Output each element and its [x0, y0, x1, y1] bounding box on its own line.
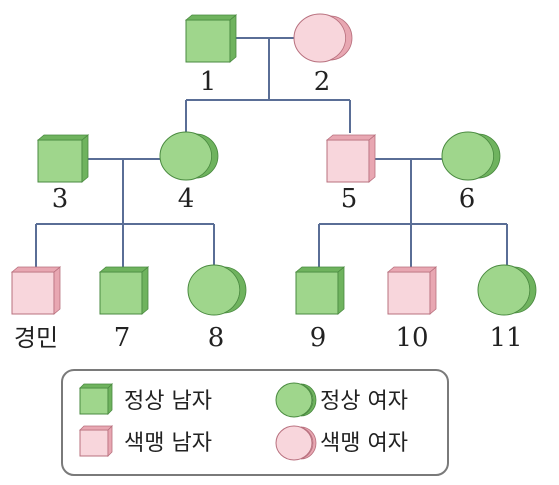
square-top-shade — [325, 134, 377, 141]
square-shade — [81, 134, 89, 183]
square-shade — [107, 383, 113, 415]
person-label-4: 4 — [178, 184, 195, 214]
legend-normal-female: 정상 여자 — [275, 382, 408, 418]
circle-shade — [195, 133, 219, 179]
square-top-shade — [184, 14, 238, 21]
circle-shade — [223, 266, 247, 314]
circle-shade — [300, 426, 317, 460]
circle-shade — [513, 266, 537, 314]
person-label-8: 8 — [208, 323, 225, 353]
person-10: 10 — [386, 266, 438, 353]
person-2: 2 — [293, 13, 353, 97]
person-8: 8 — [187, 264, 247, 353]
square-shade — [229, 14, 237, 63]
circle-shade — [329, 15, 353, 61]
legend-colorblind-male: 색맹 남자 — [79, 425, 212, 457]
person-7: 7 — [98, 266, 150, 353]
circle-shade — [477, 133, 501, 179]
person-4: 4 — [159, 131, 219, 214]
legend-normal-male-label: 정상 남자 — [124, 389, 212, 414]
legend-normal-female-label: 정상 여자 — [320, 389, 408, 414]
male-colorblind-square — [326, 139, 370, 183]
male-colorblind-square — [79, 429, 109, 457]
legend-colorblind-female-label: 색맹 여자 — [320, 431, 408, 456]
male-colorblind-square — [11, 271, 55, 315]
legend-colorblind-female: 색맹 여자 — [275, 425, 408, 461]
person-label-6: 6 — [459, 184, 476, 214]
square-top-shade — [294, 266, 346, 273]
person-3: 3 — [36, 134, 90, 214]
square-top-shade — [98, 266, 150, 273]
square-shade — [107, 425, 113, 457]
male-colorblind-square — [387, 271, 431, 315]
legend-normal-male: 정상 남자 — [79, 383, 212, 415]
legend-colorblind-male-label: 색맹 남자 — [124, 431, 212, 456]
square-shade — [429, 266, 437, 315]
square-top-shade — [79, 425, 113, 431]
person-label-gyeongmin: 경민 — [14, 324, 58, 352]
person-1: 1 — [184, 14, 238, 97]
person-gyeongmin: 경민 — [10, 266, 62, 352]
square-shade — [337, 266, 345, 315]
legend: 정상 남자 색맹 남자 정상 여자 색맹 여자 — [61, 369, 449, 476]
person-label-11: 11 — [489, 323, 522, 353]
legend-box — [61, 369, 449, 476]
person-9: 9 — [294, 266, 346, 353]
male-normal-square — [295, 271, 339, 315]
person-label-1: 1 — [200, 67, 217, 97]
square-shade — [368, 134, 376, 183]
person-6: 6 — [441, 131, 501, 214]
male-normal-square — [185, 19, 231, 63]
person-5: 5 — [325, 134, 377, 214]
square-top-shade — [10, 266, 62, 273]
person-label-2: 2 — [314, 67, 331, 97]
square-shade — [141, 266, 149, 315]
female-normal-circle — [275, 382, 313, 418]
square-top-shade — [386, 266, 438, 273]
square-top-shade — [79, 383, 113, 389]
person-label-3: 3 — [52, 184, 69, 214]
person-label-10: 10 — [395, 323, 428, 353]
person-label-7: 7 — [114, 323, 131, 353]
square-shade — [53, 266, 61, 315]
pedigree-lines — [35, 37, 508, 267]
person-label-9: 9 — [310, 323, 327, 353]
male-normal-square — [79, 387, 109, 415]
male-normal-square — [99, 271, 143, 315]
female-colorblind-circle — [275, 425, 313, 461]
person-label-5: 5 — [341, 184, 358, 214]
circle-shade — [300, 383, 317, 417]
male-normal-square — [37, 139, 83, 183]
square-top-shade — [36, 134, 90, 141]
person-11: 11 — [477, 264, 537, 353]
